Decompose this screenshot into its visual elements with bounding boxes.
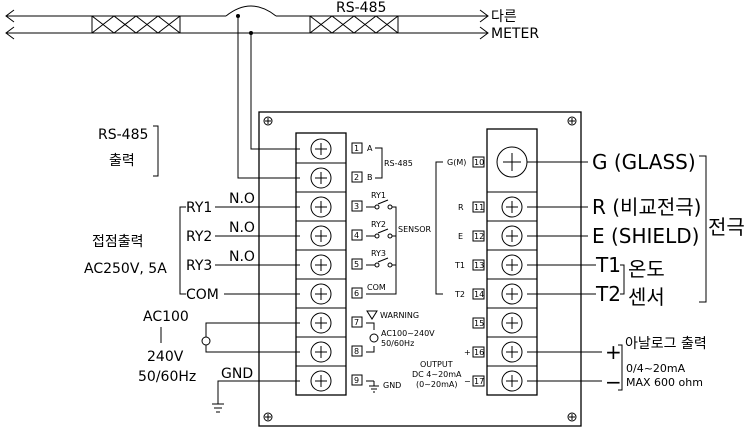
reference-label: R (비교전극) (592, 195, 701, 219)
relay3-label: RY3 (186, 258, 212, 274)
relay2-block-label: RY2 (371, 220, 386, 229)
ac-power-icon (201, 336, 211, 346)
gm-label: G(M) (447, 158, 466, 167)
com-block-label: COM (367, 283, 386, 292)
relay-symbols (366, 199, 397, 295)
terminal-1: 1 (354, 144, 359, 153)
warning-label: WARNING (380, 311, 419, 320)
shield-label: E (SHIELD) (592, 224, 699, 248)
no-label-2: N.O (229, 220, 255, 236)
power-frequency-label: 50/60Hz (138, 369, 196, 385)
gnd-label: GND (221, 366, 253, 382)
relay2-label: RY2 (186, 229, 212, 245)
terminal-8: 8 (354, 347, 359, 356)
terminal-16: 16 (474, 348, 484, 357)
analog-plus-label: + (605, 340, 622, 364)
terminal-3: 3 (354, 202, 359, 211)
ac-source-icon (369, 333, 379, 343)
terminal-5: 5 (354, 260, 359, 269)
terminal-11: 11 (474, 203, 484, 212)
rs485-output-label: RS-485 (98, 127, 148, 143)
output-range-label: DC 4~20mA (412, 370, 462, 379)
meter-rear-panel (258, 111, 582, 427)
left-wiring: RS-485 출력 RY1 RY2 RY3 N.O N.O N.O COM 접점… (84, 125, 300, 413)
right-wiring: G (GLASS) R (비교전극) E (SHIELD) 전극 T1 T2 온… (527, 150, 744, 394)
left-terminal-block: 1 2 3 4 5 6 7 8 9 A B RS-485 RY1 RY2 RY3… (295, 132, 435, 396)
electrode-label: 전극 (708, 215, 744, 239)
temperature-label: 온도 (628, 257, 665, 281)
minus-small: − (464, 377, 471, 386)
relay3-block-label: RY3 (371, 249, 386, 258)
terminal-6: 6 (354, 289, 359, 298)
com-label: COM (186, 287, 219, 303)
analog-minus-label: − (605, 370, 622, 394)
temp-t1-label: T1 (595, 253, 621, 277)
t2-label: T2 (454, 290, 465, 299)
terminal-13: 13 (474, 261, 484, 270)
analog-output-label: 아날로그 출력 (625, 336, 707, 352)
plus-small: + (464, 348, 471, 357)
temp-t2-label: T2 (595, 282, 621, 306)
terminal-7: 7 (354, 318, 359, 327)
terminal-15: 15 (474, 319, 484, 328)
terminal-4: 4 (354, 231, 359, 240)
terminal-10: 10 (474, 158, 484, 167)
e-label: E (458, 232, 463, 241)
twisted-pair-right (309, 15, 399, 34)
analog-range-label: 0/4~20mA (626, 362, 686, 375)
contact-rating-label: AC250V, 5A (84, 261, 167, 277)
terminal-17: 17 (474, 377, 484, 386)
right-terminal-block: 10 11 12 13 14 15 16 17 G(M) R E T1 T2 S… (398, 128, 538, 396)
rs485-bus: RS-485 다른 METER (5, 0, 539, 179)
ground-symbol-icon (212, 403, 224, 413)
output-range-alt: (0~20mA) (416, 380, 457, 389)
panel-screws (263, 116, 577, 422)
terminal-14: 14 (474, 290, 484, 299)
output-block-label: OUTPUT (420, 360, 453, 369)
rs485-a-label: A (367, 144, 373, 153)
contact-output-label: 접점출력 (92, 234, 144, 250)
t1-label: T1 (454, 261, 465, 270)
ground-icon (369, 381, 379, 393)
no-label-1: N.O (229, 191, 255, 207)
rs485-output-label-2: 출력 (109, 153, 135, 169)
other-meter-label-2: METER (491, 26, 539, 42)
analog-max-load-label: MAX 600 ohm (626, 376, 703, 389)
power-voltage-label: 240V (147, 349, 184, 365)
r-label: R (458, 203, 464, 212)
relay1-block-label: RY1 (371, 191, 386, 200)
rs485-bus-label: RS-485 (336, 0, 386, 16)
terminal-9: 9 (354, 376, 359, 385)
other-meter-label: 다른 (491, 9, 517, 25)
power-block-freq: 50/60Hz (381, 339, 414, 348)
sensor-label: 센서 (628, 285, 665, 309)
warning-icon (366, 310, 378, 320)
rs485-block-label: RS-485 (384, 159, 413, 168)
glass-label: G (GLASS) (592, 150, 696, 174)
relay1-label: RY1 (186, 200, 212, 216)
power-block-label: AC100~240V (381, 329, 435, 338)
terminal-2: 2 (354, 173, 359, 182)
sensor-block-label: SENSOR (398, 225, 431, 234)
rs485-b-label: B (367, 173, 373, 182)
gnd-block-label: GND (383, 381, 401, 390)
twisted-pair-left (91, 15, 181, 34)
no-label-3: N.O (229, 249, 255, 265)
power-label: AC100 (143, 309, 189, 325)
terminal-12: 12 (474, 232, 484, 241)
